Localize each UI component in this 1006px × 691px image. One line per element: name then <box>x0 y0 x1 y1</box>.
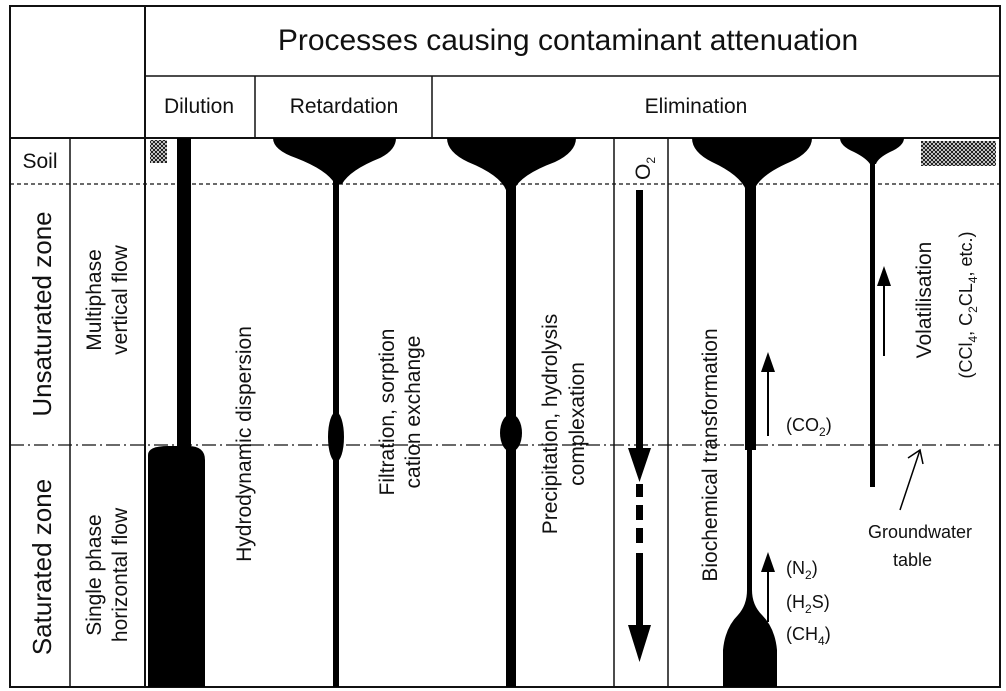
precipitation-funnel <box>447 138 576 190</box>
volatilisation-funnel <box>840 138 904 164</box>
precipitation-band <box>447 138 576 687</box>
flow-label-multiphase-line1: Multiphase <box>83 249 106 351</box>
process-biochemical-transformation: Biochemical transformation <box>699 328 722 581</box>
flow-label-single-line2: horizontal flow <box>109 507 132 642</box>
oxygen-label: O2 <box>632 157 658 180</box>
biochemical-funnel <box>692 138 812 190</box>
label-volatile-compounds: (CCl4, C2CL4, etc.) <box>956 231 980 378</box>
oxygen-arrow-head-upper <box>628 448 651 482</box>
volatilisation-stem <box>870 160 875 487</box>
header-retardation: Retardation <box>290 95 399 118</box>
biochemical-stem-lower <box>747 450 752 590</box>
soil-hatch-volatilisation <box>921 141 996 166</box>
dilution-band-narrow <box>177 138 191 458</box>
zone-label-saturated: Saturated zone <box>27 479 57 655</box>
label-groundwater-line1: Groundwater <box>868 522 972 542</box>
label-co2: (CO2) <box>786 415 832 439</box>
oxygen-arrow-solid-upper <box>636 190 643 448</box>
oxygen-dash-1 <box>636 484 643 497</box>
dilution-band <box>148 138 205 687</box>
oxygen-subscript: 2 <box>644 157 658 164</box>
process-precipitation-line2: complexation <box>566 362 589 486</box>
volatilisation-band <box>840 138 904 487</box>
header-dilution: Dilution <box>164 95 234 118</box>
retardation-funnel <box>273 138 396 184</box>
volatilisation-arrow <box>877 266 891 356</box>
zone-label-soil: Soil <box>22 150 57 173</box>
precipitation-bulge <box>500 414 522 452</box>
zone-label-unsaturated: Unsaturated zone <box>27 211 57 416</box>
process-hydrodynamic-dispersion: Hydrodynamic dispersion <box>233 326 256 562</box>
label-groundwater-line2: table <box>893 550 932 570</box>
label-h2s: (H2S) <box>786 592 830 616</box>
header-elimination: Elimination <box>645 95 748 118</box>
process-filtration-line2: cation exchange <box>402 336 425 489</box>
reduced-gases-arrow <box>761 552 775 622</box>
outer-border <box>9 5 1001 688</box>
diagram-title: Processes causing contaminant attenuatio… <box>278 24 858 57</box>
oxygen-arrow <box>628 190 651 662</box>
oxygen-arrow-head-lower <box>628 625 651 662</box>
dilution-band-wide <box>148 446 205 687</box>
biochemical-stem-upper <box>745 185 756 450</box>
retardation-band <box>273 138 396 687</box>
process-precipitation-line1: Precipitation, hydrolysis <box>539 314 562 535</box>
retardation-bulge <box>328 412 344 462</box>
flow-label-multiphase-line2: vertical flow <box>109 244 132 355</box>
process-volatilisation: Volatilisation <box>913 242 936 359</box>
label-ch4: (CH4) <box>786 624 831 648</box>
biochemical-base <box>723 590 777 687</box>
groundwater-pointer <box>899 448 924 511</box>
flow-label-single-line1: Single phase <box>83 514 106 635</box>
process-filtration-line1: Filtration, sorption <box>376 329 399 496</box>
oxygen-dash-3 <box>636 528 643 543</box>
oxygen-arrow-solid-lower <box>636 553 643 625</box>
svg-text:O2: O2 <box>632 157 658 180</box>
label-n2: (N2) <box>786 558 818 582</box>
co2-arrow <box>761 352 775 436</box>
table-grid <box>9 5 1001 688</box>
oxygen-dash-2 <box>636 505 643 520</box>
oxygen-symbol: O <box>632 164 655 180</box>
soil-hatch-dilution <box>150 140 167 163</box>
biochemical-band <box>692 138 812 687</box>
